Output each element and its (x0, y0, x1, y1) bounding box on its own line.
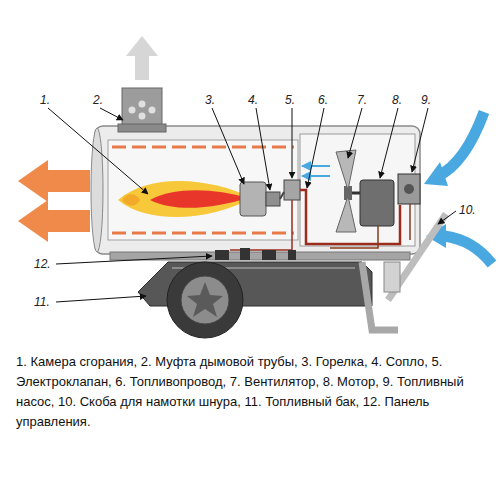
leader-line (348, 108, 362, 158)
parts-caption: 1. Камера сгорания, 2. Муфта дымовой тру… (16, 352, 484, 433)
leader-line (307, 108, 324, 188)
callout-number: 7. (357, 94, 367, 106)
hot-air-arrow (18, 200, 90, 242)
fuel-pump (398, 174, 420, 204)
callout-number: 6. (318, 94, 328, 106)
airflow-arrow (302, 175, 330, 177)
callout-number: 3. (205, 94, 215, 106)
wiring (409, 204, 411, 240)
callout-number: 11. (34, 296, 50, 308)
wheel (181, 276, 229, 324)
wheel (167, 262, 243, 338)
control-panel (110, 248, 410, 260)
leader-line (256, 108, 270, 190)
callout-number: 4. (248, 94, 258, 106)
callout-number: 9. (421, 94, 431, 106)
cord-bracket (384, 262, 400, 292)
cold-air-arrow (444, 236, 492, 264)
leader-line (438, 211, 456, 224)
chimney-collar (149, 107, 156, 114)
leader-line (292, 108, 293, 178)
wheel (187, 282, 223, 317)
callout-number: 5. (285, 94, 295, 106)
cold-air-arrow (424, 162, 448, 186)
flame (118, 181, 252, 217)
fuel-pump (404, 184, 414, 194)
chimney-collar (118, 124, 166, 132)
exhaust-arrow (126, 36, 158, 80)
airflow-arrow (302, 166, 330, 176)
airflow-arrow (302, 165, 330, 167)
motor (352, 192, 360, 195)
chimney-collar (139, 101, 146, 108)
fan (336, 150, 356, 232)
fuel-pump (398, 174, 420, 204)
heater-housing (91, 126, 420, 254)
leader-line (212, 108, 244, 184)
motor (352, 180, 394, 226)
leader-line (56, 296, 146, 302)
chimney-collar (139, 113, 146, 120)
wheel (167, 262, 243, 338)
chimney-collar (129, 107, 136, 114)
burner (284, 180, 300, 200)
leader-line (48, 108, 456, 302)
motor (360, 180, 394, 226)
cold-air-arrow (424, 112, 492, 264)
chimney-collar (118, 88, 166, 132)
flame (118, 181, 252, 217)
burner (240, 180, 300, 216)
callout-number: 2. (93, 94, 103, 106)
leader-line (48, 108, 148, 194)
wiring (330, 204, 410, 248)
exhaust-arrow (126, 36, 158, 80)
leader-line (412, 108, 428, 172)
fuel-line (230, 200, 292, 250)
leader-line (100, 108, 123, 120)
fan (336, 150, 356, 190)
hot-air-arrow (18, 160, 90, 202)
callout-number: 10. (459, 204, 476, 216)
fan (336, 196, 356, 232)
cord-bracket (362, 214, 446, 330)
control-panel (262, 250, 276, 260)
callout-number: 8. (392, 94, 402, 106)
burner (266, 192, 280, 206)
burner (280, 192, 284, 199)
burner (240, 182, 266, 216)
callout-number: 12. (34, 258, 51, 270)
combustion-chamber (112, 146, 294, 149)
control-panel (288, 250, 296, 260)
wiring (330, 226, 378, 248)
combustion-chamber (112, 232, 294, 235)
hot-air-arrow (18, 160, 90, 242)
callout-number: 1. (40, 94, 50, 106)
flame (150, 190, 248, 207)
leader-line (380, 108, 398, 178)
control-panel (240, 248, 250, 260)
cold-air-arrow (438, 112, 484, 176)
control-panel (215, 250, 229, 260)
leader-line (56, 256, 212, 264)
flame (122, 194, 140, 205)
